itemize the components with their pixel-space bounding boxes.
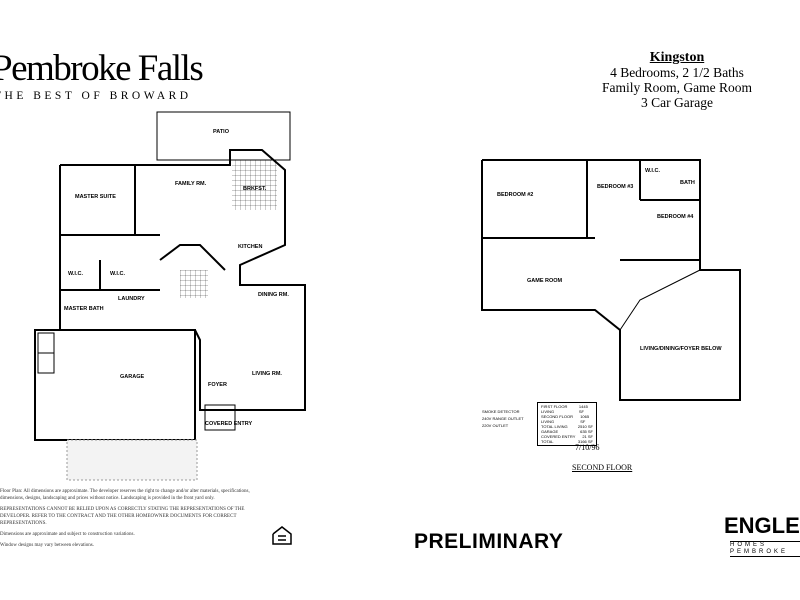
room-label: DINING RM. — [258, 292, 289, 298]
first-floor-plan — [34, 111, 306, 441]
room-label: MASTER SUITE — [75, 194, 116, 200]
disclaimer-text: Dimensions are approximate and subject t… — [0, 532, 135, 537]
room-label: W.I.C. — [110, 271, 125, 277]
room-label: LAUNDRY — [118, 296, 145, 302]
model-line: 4 Bedrooms, 2 1/2 Baths — [610, 65, 744, 80]
legend: SMOKE DETECTOR 240V RANGE OUTLET 220V OU… — [482, 408, 524, 429]
model-name: Kingston — [649, 50, 705, 65]
room-label: W.I.C. — [645, 168, 660, 174]
room-label: KITCHEN — [238, 244, 262, 250]
disclaimer-text: Window designs may vary between elevatio… — [0, 543, 94, 548]
builder-sub: HOMES PEMBROKE — [730, 541, 800, 557]
floor-label: SECOND FLOOR — [572, 463, 633, 472]
room-label: LIVING/DINING/FOYER BELOW — [640, 346, 722, 352]
room-label: PATIO — [213, 129, 230, 135]
second-floor-labels: BEDROOM #2 BEDROOM #3 BEDROOM #4 BATH W.… — [497, 168, 722, 352]
preliminary-stamp: PRELIMINARY — [414, 530, 564, 553]
room-label: FOYER — [208, 382, 227, 388]
first-floor-labels: PATIO MASTER SUITE FAMILY RM. BRKFST. KI… — [64, 129, 289, 427]
disclaimer-text: Floor Plan: All dimensions are approxima… — [0, 489, 250, 501]
room-label: BEDROOM #4 — [657, 214, 694, 220]
room-label: MASTER BATH — [64, 306, 104, 312]
room-label: FAMILY RM. — [175, 181, 207, 187]
equal-housing-icon — [272, 526, 292, 545]
room-label: BATH — [680, 180, 695, 186]
legend-item: SMOKE DETECTOR — [482, 409, 520, 414]
legend-item: 220V OUTLET — [482, 423, 509, 428]
room-label: LIVING RM. — [252, 371, 282, 377]
room-label: BEDROOM #3 — [597, 184, 633, 190]
brand-logo: Pembroke Falls — [0, 48, 204, 89]
model-line: Family Room, Game Room — [602, 80, 752, 95]
kitchen-tile — [232, 160, 277, 210]
second-floor-plan — [481, 159, 741, 401]
room-label: BEDROOM #2 — [497, 192, 533, 198]
room-label: BRKFST. — [243, 186, 267, 192]
room-label: GARAGE — [120, 374, 144, 380]
plan-date: 7/10/96 — [575, 443, 600, 452]
legend-item: 240V RANGE OUTLET — [482, 416, 524, 421]
brand-tagline: THE BEST OF BROWARD — [0, 90, 192, 102]
disclaimer: Floor Plan: All dimensions are approxima… — [0, 488, 270, 549]
model-info: Kingston 4 Bedrooms, 2 1/2 Baths Family … — [602, 50, 752, 110]
room-label: W.I.C. — [68, 271, 83, 277]
disclaimer-text: REPRESENTATIONS CANNOT BE RELIED UPON AS… — [0, 507, 245, 526]
builder-logo: ENGLE — [724, 513, 800, 538]
model-line: 3 Car Garage — [641, 95, 713, 110]
room-label: COVERED ENTRY — [205, 421, 252, 427]
room-label: GAME ROOM — [527, 278, 563, 284]
